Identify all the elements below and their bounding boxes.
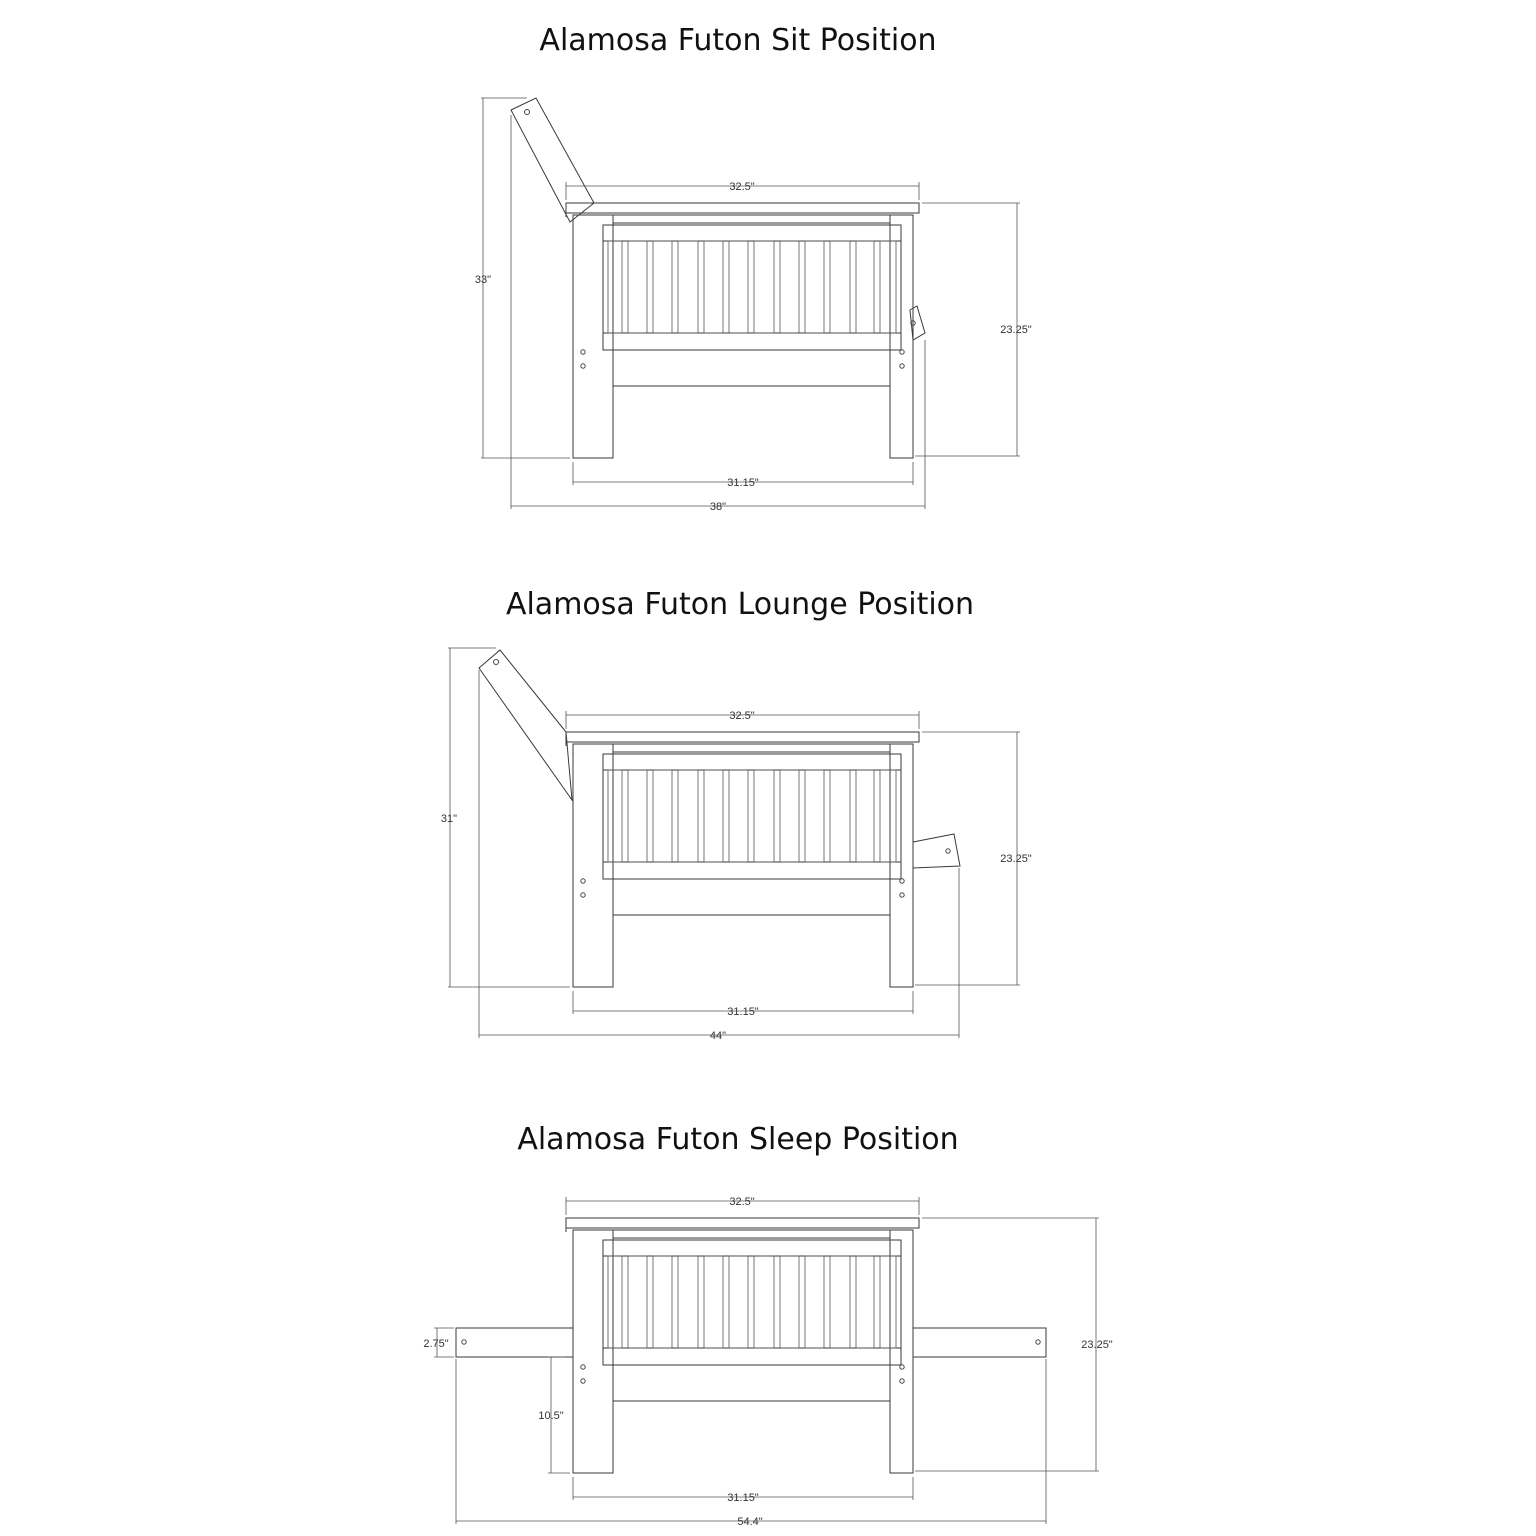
sit-inner-width-label: 31.15" xyxy=(727,477,759,489)
sit-title: Alamosa Futon Sit Position xyxy=(539,23,936,58)
sleep-title: Alamosa Futon Sleep Position xyxy=(517,1122,958,1157)
lounge-front-arm xyxy=(912,833,961,869)
sleep-diagram: Alamosa Futon Sleep Position xyxy=(423,1122,1112,1528)
lounge-backrest xyxy=(478,649,573,802)
lounge-title: Alamosa Futon Lounge Position xyxy=(506,587,974,622)
sleep-frame xyxy=(565,1217,920,1474)
sleep-rail-height-label: 10.5" xyxy=(538,1410,563,1422)
lounge-top-width-label: 32.5" xyxy=(729,710,754,722)
sit-overall-width-label: 38" xyxy=(710,501,726,513)
lounge-dimension-lines xyxy=(448,647,1020,1038)
sit-frame xyxy=(565,202,920,459)
sit-front-arm xyxy=(909,305,926,341)
sleep-inner-width-label: 31.15" xyxy=(727,1492,759,1504)
lounge-frame xyxy=(565,731,920,988)
lounge-height-right-label: 23.25" xyxy=(1000,853,1032,865)
sleep-right-rail xyxy=(912,1327,1047,1358)
sleep-rail-thickness-label: 2.75" xyxy=(423,1338,448,1350)
sit-top-width-label: 32.5" xyxy=(729,181,754,193)
sit-height-left-label: 33" xyxy=(475,274,491,286)
lounge-inner-width-label: 31.15" xyxy=(727,1006,759,1018)
sit-height-right-label: 23.25" xyxy=(1000,324,1032,336)
sleep-dimension-lines xyxy=(434,1197,1099,1524)
sit-dimension-lines xyxy=(481,97,1020,509)
sit-backrest xyxy=(510,97,595,223)
lounge-height-left-label: 31" xyxy=(441,813,457,825)
sleep-left-rail xyxy=(455,1327,574,1358)
sleep-top-width-label: 32.5" xyxy=(729,1196,754,1208)
sleep-height-right-label: 23.25" xyxy=(1081,1339,1113,1351)
lounge-overall-width-label: 44" xyxy=(710,1030,726,1042)
lounge-diagram: Alamosa Futon Lounge Position 32.5" 3 xyxy=(441,587,1032,1042)
sleep-overall-width-label: 54.4" xyxy=(737,1516,762,1528)
sit-diagram: Alamosa Futon Sit Position 32.5" 33" xyxy=(475,23,1032,513)
